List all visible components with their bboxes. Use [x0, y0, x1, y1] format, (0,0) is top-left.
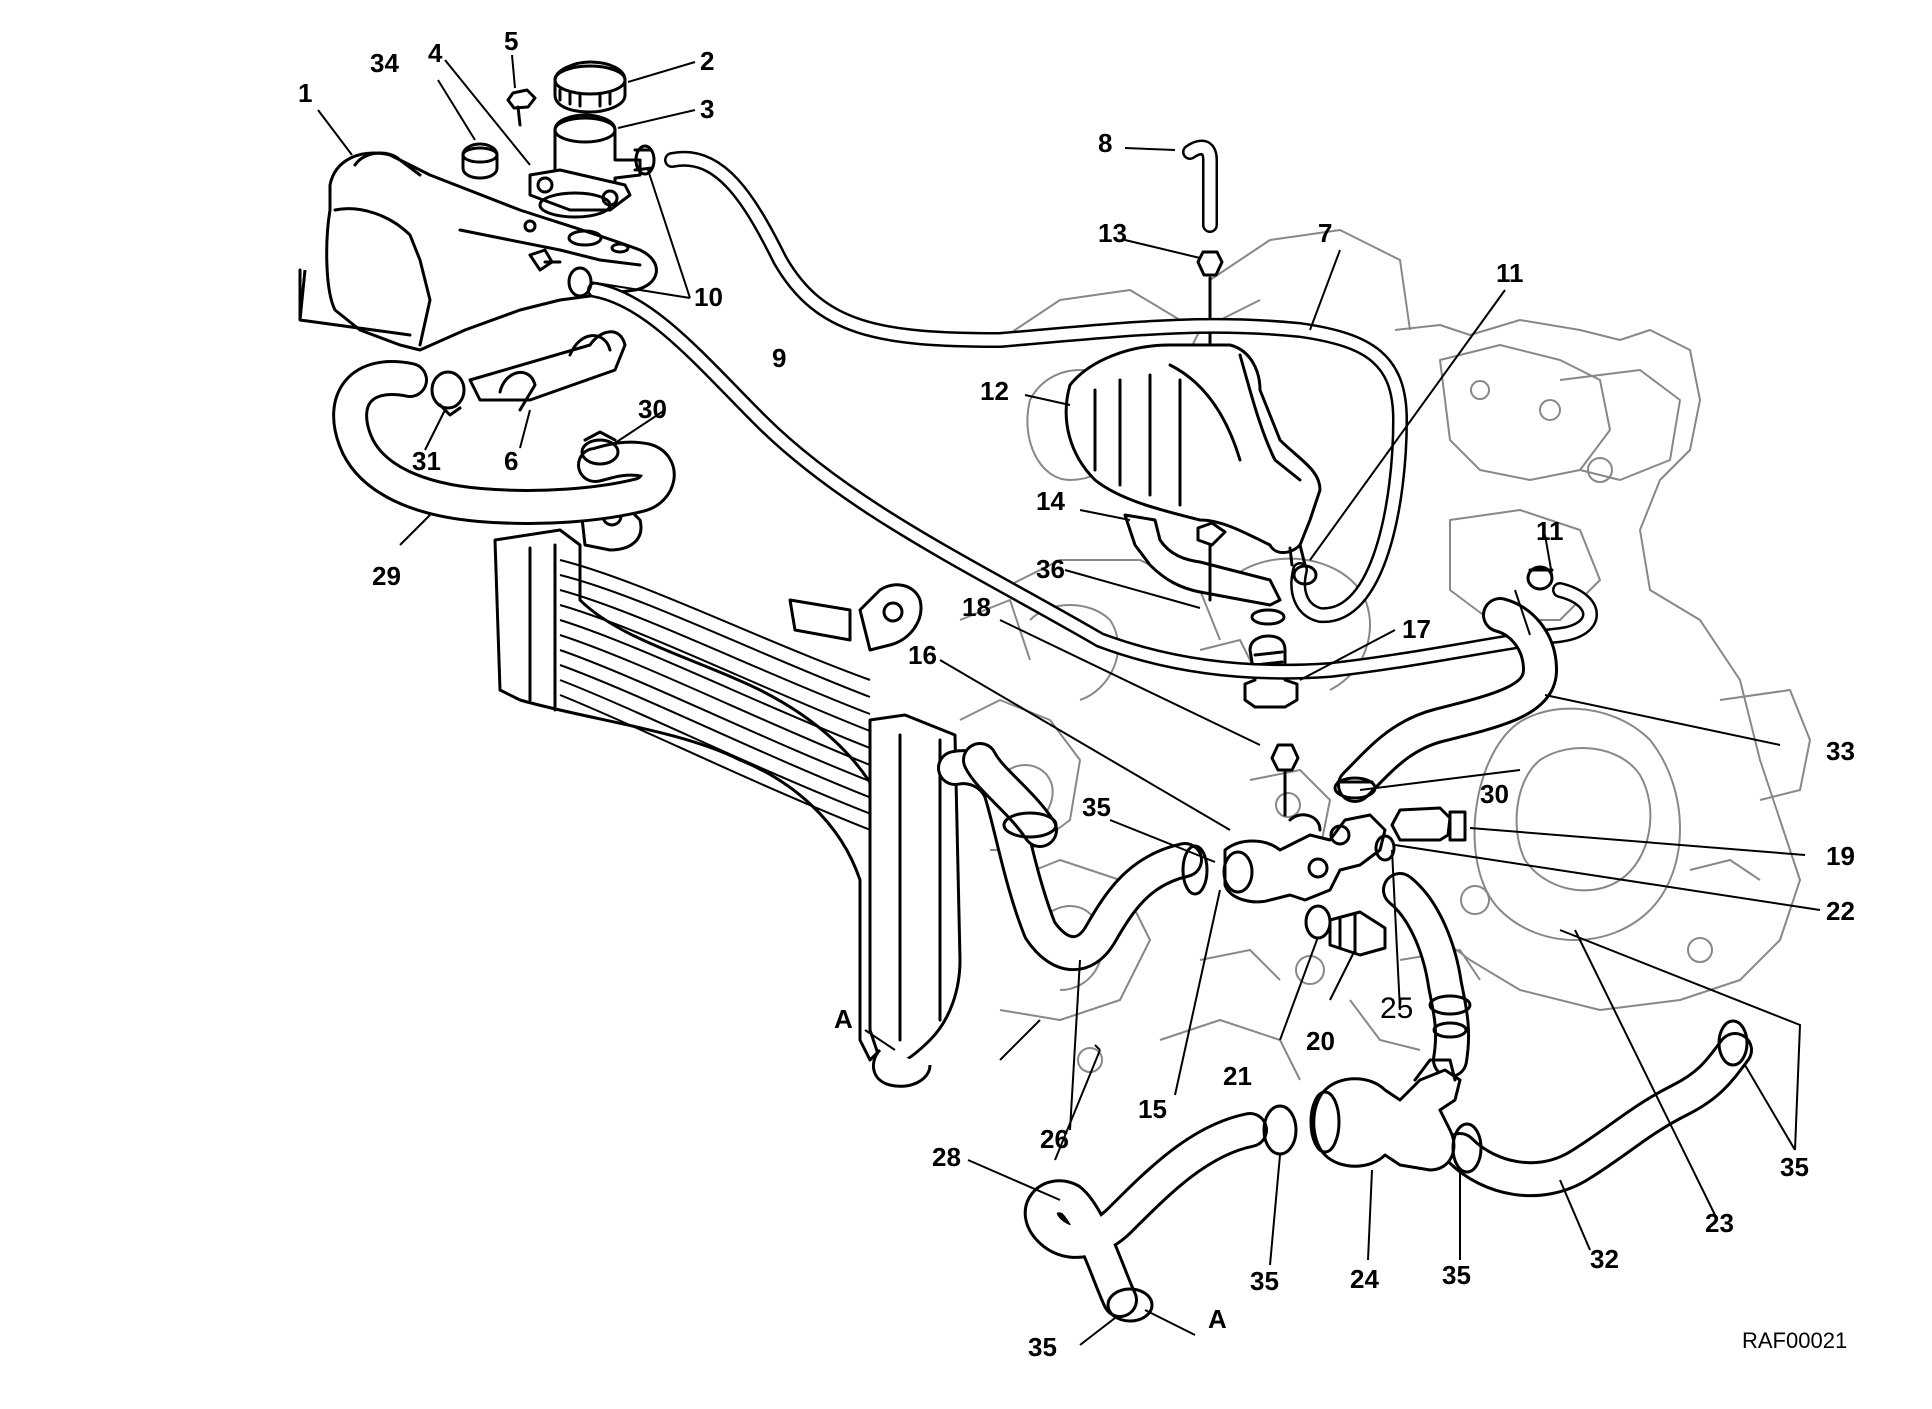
filler-gasket [538, 191, 612, 219]
callout-20: 20 [1306, 1026, 1335, 1056]
callout-19: 19 [1826, 841, 1855, 871]
hose-28 [1023, 1112, 1268, 1318]
callout-9: 9 [772, 343, 786, 373]
callout-A2: A [1208, 1304, 1227, 1334]
callout-23: 23 [1705, 1208, 1734, 1238]
clamp-35-hose26 [1002, 811, 1058, 839]
callout-33: 33 [1826, 736, 1855, 766]
clamp-31 [430, 370, 466, 417]
clamp-35-hose25 [1428, 994, 1472, 1039]
callout-15: 15 [1138, 1094, 1167, 1124]
callout-25: 25 [1380, 992, 1413, 1025]
callout-18: 18 [962, 592, 991, 622]
clamp-35e [1717, 1019, 1749, 1067]
reference-code: RAF00021 [1742, 1328, 1847, 1353]
clamp-35b [1181, 844, 1209, 896]
callout-24: 24 [1350, 1264, 1379, 1294]
hose-25 [1382, 872, 1471, 1078]
callout-3: 3 [700, 94, 714, 124]
clamp-35c [1262, 1104, 1298, 1156]
callout-13: 13 [1098, 218, 1127, 248]
tank-bracket-14 [1123, 513, 1282, 607]
sensor-19 [1390, 806, 1467, 842]
callout-11b: 11 [1536, 516, 1564, 546]
clamp-11b [1526, 565, 1554, 591]
hose-7 [664, 150, 1408, 624]
washer-22 [1374, 834, 1396, 862]
clamp-35d [1451, 1122, 1483, 1174]
callout-17: 17 [1402, 614, 1431, 644]
tank-bolt [528, 248, 562, 272]
callout-35c: 35 [1250, 1266, 1279, 1296]
manifold-fitting [1222, 813, 1387, 904]
hose-29 [332, 360, 676, 525]
callout-1: 1 [298, 78, 312, 108]
overflow-tank [1064, 343, 1322, 567]
callout-8: 8 [1098, 128, 1112, 158]
breather-pipe-8 [1182, 139, 1218, 233]
callout-labels: 1 2 3 4 5 6 7 8 9 10 11 11 12 13 14 15 1… [298, 26, 1855, 1362]
plug-34 [461, 142, 499, 180]
callout-35a: 35 [1082, 792, 1111, 822]
callout-2: 2 [700, 46, 714, 76]
callout-5: 5 [504, 26, 518, 56]
callout-29: 29 [372, 561, 401, 591]
clamp-11a [1292, 564, 1318, 586]
hose-33 [1337, 597, 1558, 803]
callout-7: 7 [1318, 218, 1332, 248]
screw-5 [506, 88, 537, 127]
callout-30b: 30 [1480, 779, 1509, 809]
callout-35e: 35 [1028, 1332, 1057, 1362]
callout-10: 10 [694, 282, 723, 312]
radiator-fins [559, 559, 879, 834]
callout-A1: A [834, 1004, 853, 1034]
washer-21 [1304, 904, 1332, 940]
bracket-31-hanger [298, 268, 412, 337]
callout-35d: 35 [1442, 1260, 1471, 1290]
callout-35b: 35 [1780, 1152, 1809, 1182]
clamp-30a [580, 430, 620, 466]
callout-14: 14 [1036, 486, 1065, 516]
filler-neck [528, 113, 642, 212]
callout-12: 12 [980, 376, 1009, 406]
clamp-10a [633, 144, 656, 176]
callout-31: 31 [412, 446, 441, 476]
callout-30a: 30 [638, 394, 667, 424]
sensor-20 [1328, 910, 1387, 957]
sensor-18 [1270, 743, 1300, 817]
callout-11a: 11 [1496, 258, 1524, 288]
fitting-13 [1196, 250, 1224, 347]
callout-6: 6 [504, 446, 518, 476]
leader-lines [317, 54, 1821, 1346]
hose-16-elbow [962, 742, 1058, 848]
hose-9 [587, 282, 1598, 680]
callout-36: 36 [1036, 554, 1065, 584]
bolt-36 [1196, 521, 1286, 626]
callout-21: 21 [1223, 1061, 1252, 1091]
expansion-tank [325, 151, 658, 352]
t-junction-24 [1309, 1058, 1462, 1172]
callout-32: 32 [1590, 1244, 1619, 1274]
filler-cap [553, 60, 627, 114]
callout-26: 26 [1040, 1124, 1069, 1154]
callout-16: 16 [908, 640, 937, 670]
tank-support-bracket [468, 330, 627, 412]
callout-4: 4 [428, 38, 443, 68]
hose-32 [1442, 1032, 1753, 1198]
callout-34: 34 [370, 48, 399, 78]
callout-28: 28 [932, 1142, 961, 1172]
radiator [493, 474, 962, 1088]
clamp-35f [1106, 1287, 1154, 1323]
callout-22: 22 [1826, 896, 1855, 926]
